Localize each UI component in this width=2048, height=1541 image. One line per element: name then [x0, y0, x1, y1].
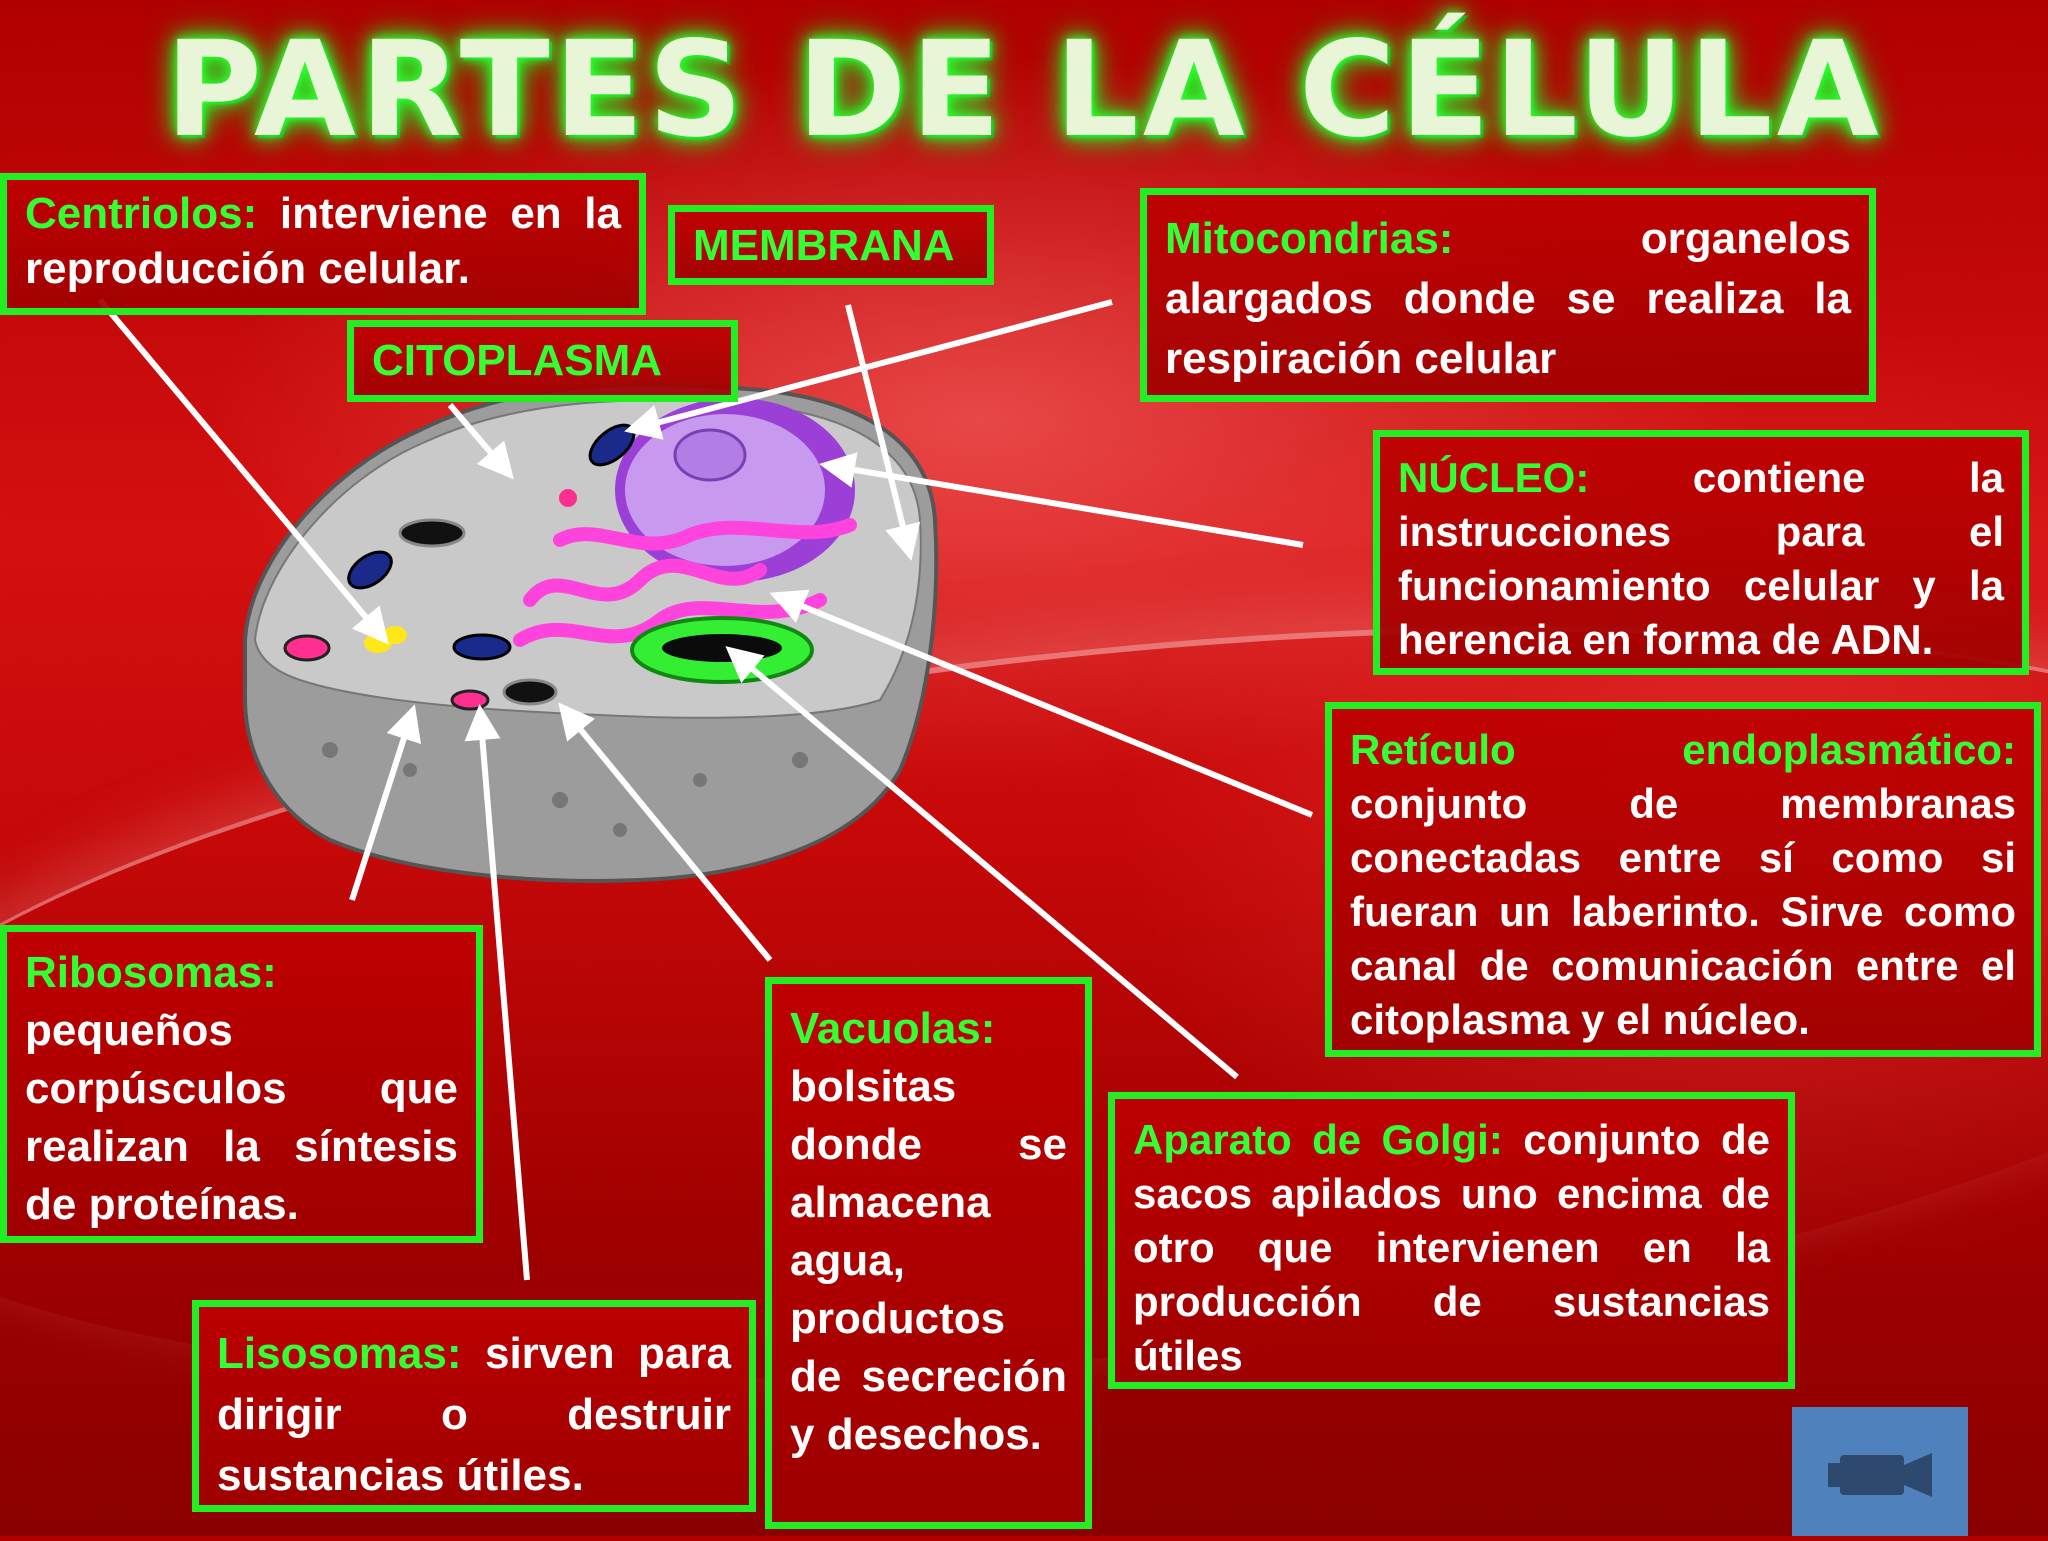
label-ribosomas: Ribosomas: pequeños corpúsculos que real… — [0, 925, 483, 1243]
label-nucleo: NÚCLEO: contiene la instrucciones para e… — [1373, 430, 2029, 675]
label-membrana: MEMBRANA — [668, 205, 994, 285]
label-mitocondrias: Mitocondrias: organelos alargados donde … — [1140, 188, 1876, 402]
term-nucleo: NÚCLEO: — [1398, 454, 1589, 501]
label-centriolos: Centriolos: interviene en la reproducció… — [0, 173, 646, 315]
term-golgi: Aparato de Golgi: — [1133, 1116, 1503, 1163]
golgi-icon — [632, 618, 812, 682]
term-ribosomas: Ribosomas: — [25, 948, 277, 997]
label-citoplasma: CITOPLASMA — [347, 320, 738, 402]
nucleus-icon — [615, 398, 855, 582]
label-lisosomas: Lisosomas: sirven para dirigir o destrui… — [192, 1300, 756, 1512]
term-reticulo: Retículo endoplasmático: — [1350, 726, 2016, 773]
text-citoplasma: CITOPLASMA — [372, 336, 662, 385]
term-mitocondrias: Mitocondrias: — [1165, 214, 1453, 263]
term-lisosomas: Lisosomas: — [217, 1329, 462, 1378]
label-vacuolas: Vacuolas: bolsitas donde se almacena agu… — [765, 977, 1092, 1529]
text-reticulo: conjunto de membranas conectadas entre s… — [1350, 780, 2016, 1043]
term-centriolos: Centriolos: — [25, 189, 257, 238]
label-golgi: Aparato de Golgi: conjunto de sacos apil… — [1108, 1092, 1795, 1389]
text-ribosomas: pequeños corpúsculos que realizan la sín… — [25, 1006, 458, 1229]
term-vacuolas: Vacuolas: — [790, 1004, 995, 1053]
video-camera-icon — [1792, 1407, 1968, 1536]
text-vacuolas: bolsitas donde se almacena agua, product… — [790, 1062, 1067, 1459]
label-reticulo: Retículo endoplasmático: conjunto de mem… — [1325, 702, 2041, 1057]
video-button[interactable] — [1792, 1407, 1968, 1536]
text-membrana: MEMBRANA — [693, 221, 955, 270]
